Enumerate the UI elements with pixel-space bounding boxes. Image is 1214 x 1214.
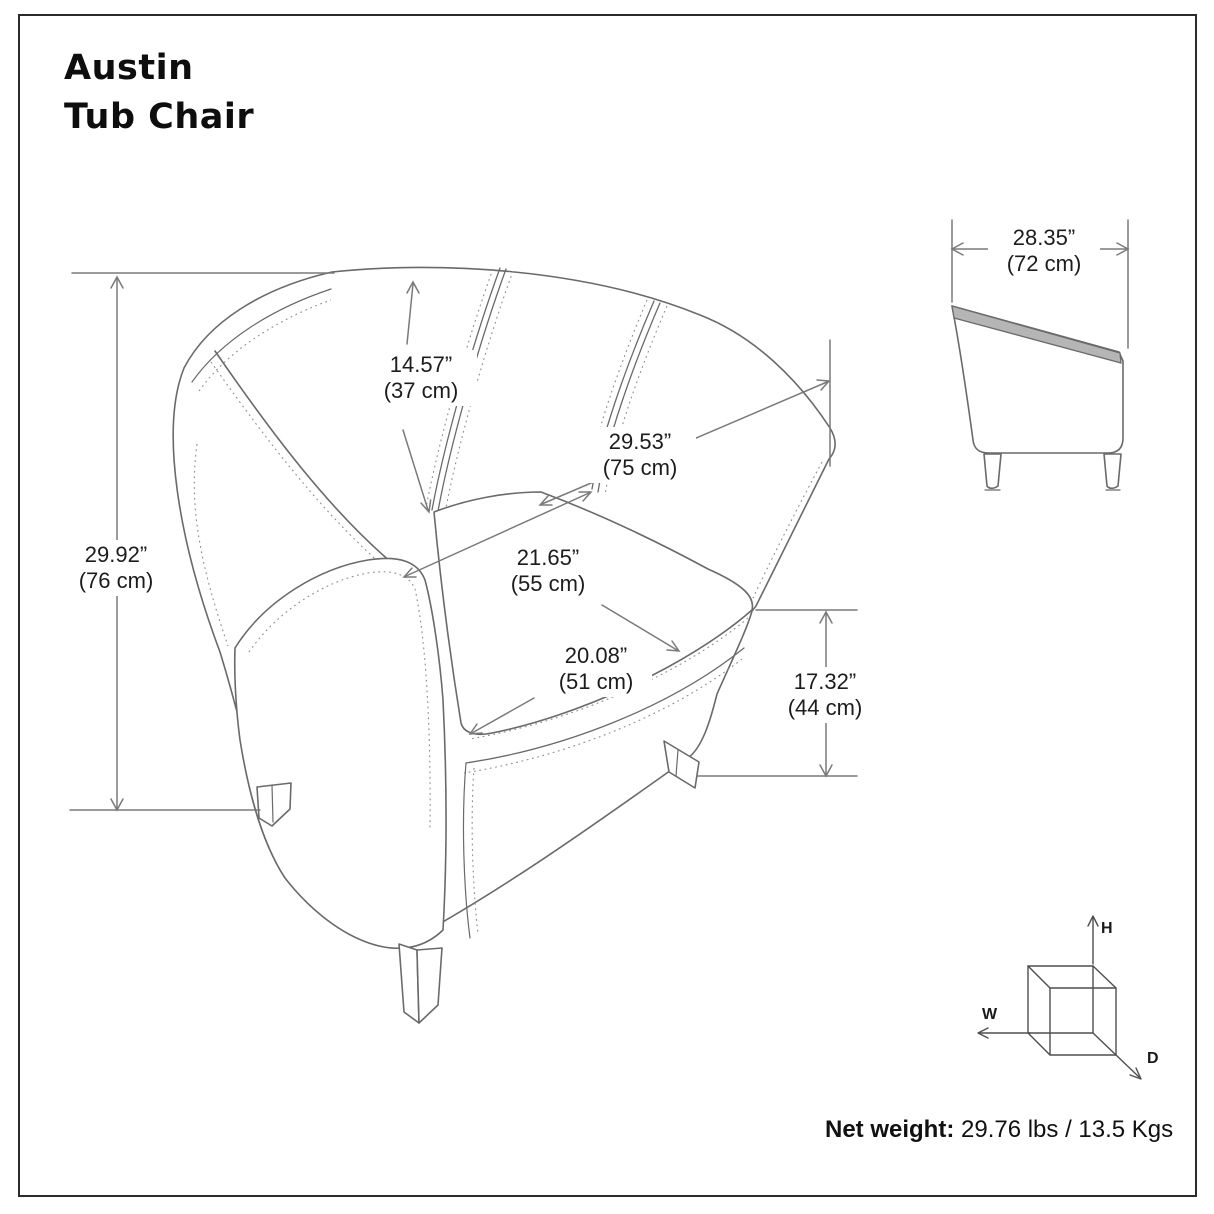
product-type: Tub Chair — [64, 97, 255, 137]
side-armrest-band — [951, 305, 1122, 364]
chair-side-drawing — [950, 219, 1130, 491]
page-title: Austin Tub Chair — [64, 44, 254, 142]
axis-cube — [977, 915, 1142, 1080]
chair-front-drawing — [172, 266, 836, 1024]
net-weight-label: Net weight: — [825, 1116, 955, 1143]
chair-legs — [256, 740, 700, 1024]
side-depth-label: 28.35” (72 cm) — [988, 223, 1100, 279]
net-weight: Net weight: 29.76 lbs / 13.5 Kgs — [825, 1116, 1173, 1144]
back-height-label: 14.57” (37 cm) — [365, 350, 477, 406]
product-name: Austin — [64, 48, 194, 88]
left-arm-front — [233, 557, 447, 949]
net-weight-value: 29.76 lbs / 13.5 Kgs — [961, 1116, 1174, 1143]
side-legs — [983, 453, 1122, 491]
side-body — [951, 305, 1124, 454]
depth-axis-arrow — [1115, 1054, 1140, 1078]
width-axis-label: W — [982, 1006, 998, 1023]
seat-depth-label: 20.08” (51 cm) — [540, 641, 652, 697]
seat-width-label: 21.65” (55 cm) — [492, 543, 604, 599]
seat-height-label: 17.32” (44 cm) — [769, 667, 881, 723]
height-axis-label: H — [1101, 920, 1113, 937]
depth-axis-label: D — [1147, 1050, 1159, 1067]
overall-height-label: 29.92” (76 cm) — [60, 540, 172, 596]
overall-width-label: 29.53” (75 cm) — [584, 427, 696, 483]
